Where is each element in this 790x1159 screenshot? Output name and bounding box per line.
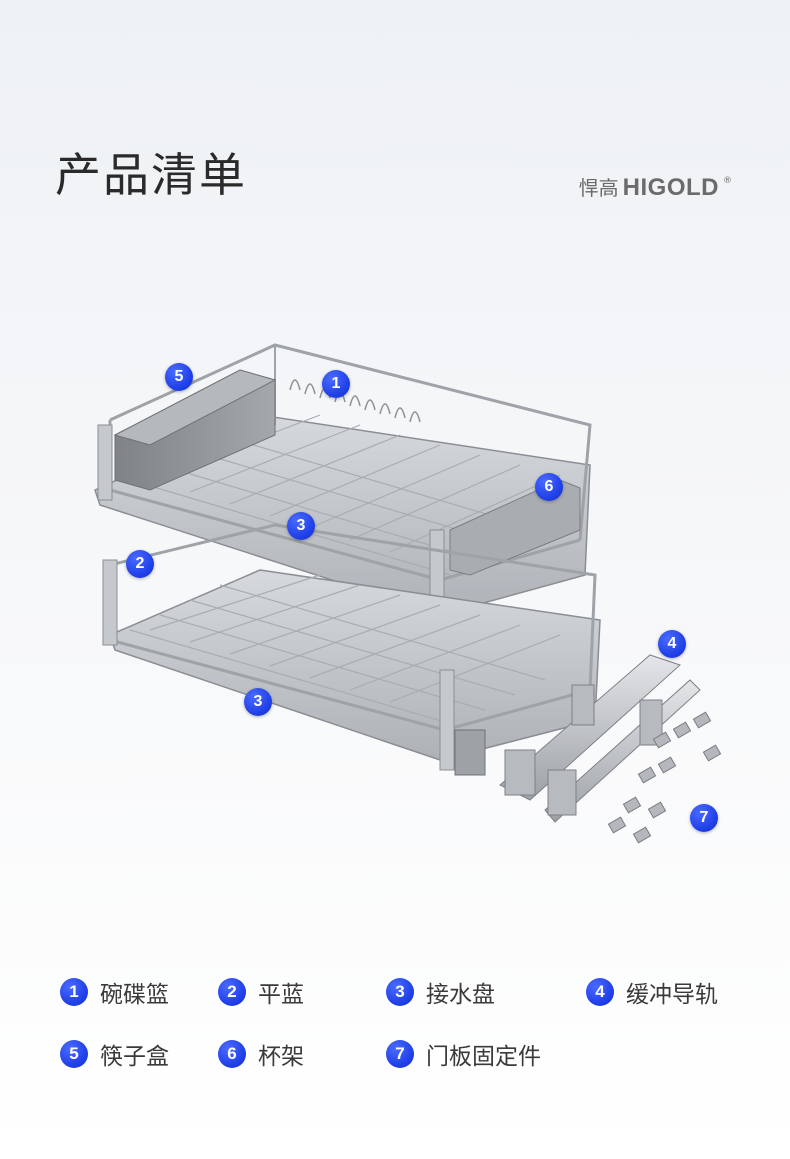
legend-label: 缓冲导轨 <box>626 982 718 1008</box>
basket-drawing <box>94 343 722 844</box>
legend-label: 接水盘 <box>426 982 495 1008</box>
legend-item-5: 5 筷子盒 <box>60 1037 169 1071</box>
upper-basket <box>94 343 592 616</box>
legend-badge: 5 <box>60 1040 88 1068</box>
callout-2: 2 <box>126 550 154 578</box>
legend-label: 门板固定件 <box>426 1044 541 1070</box>
legend-item-3: 3 接水盘 <box>386 975 495 1009</box>
legend-label: 筷子盒 <box>100 1044 169 1070</box>
legend-label: 碗碟篮 <box>100 982 169 1008</box>
callout-3-lower: 3 <box>244 688 272 716</box>
lower-basket <box>102 523 601 776</box>
callout-5: 5 <box>165 363 193 391</box>
legend-item-7: 7 门板固定件 <box>386 1037 541 1071</box>
callout-1: 1 <box>322 370 350 398</box>
parts-legend: 1 碗碟篮 2 平蓝 3 接水盘 4 缓冲导轨 5 筷子盒 6 杯架 7 门板固… <box>60 975 760 1075</box>
legend-badge: 7 <box>386 1040 414 1068</box>
legend-item-1: 1 碗碟篮 <box>60 975 169 1009</box>
registered-mark: ® <box>723 176 732 186</box>
legend-badge: 3 <box>386 978 414 1006</box>
callout-3-upper: 3 <box>287 512 315 540</box>
legend-label: 杯架 <box>258 1044 304 1070</box>
legend-badge: 6 <box>218 1040 246 1068</box>
soft-close-slides <box>499 654 701 823</box>
lower-drip-tray <box>109 569 601 761</box>
legend-label: 平蓝 <box>258 982 304 1008</box>
legend-badge: 1 <box>60 978 88 1006</box>
legend-item-6: 6 杯架 <box>218 1037 304 1071</box>
brand-logo: 悍高 HIGOLD ® <box>579 172 732 202</box>
product-illustration: 1 5 6 3 2 3 4 7 <box>0 330 790 870</box>
callout-4: 4 <box>658 630 686 658</box>
brand-name-en: HIGOLD <box>622 174 719 201</box>
callout-6: 6 <box>535 473 563 501</box>
legend-item-2: 2 平蓝 <box>218 975 304 1009</box>
page-title: 产品清单 <box>55 148 247 202</box>
brand-name-cn: 悍高 <box>578 176 619 200</box>
legend-badge: 2 <box>218 978 246 1006</box>
legend-badge: 4 <box>586 978 614 1006</box>
legend-item-4: 4 缓冲导轨 <box>586 975 718 1009</box>
door-fittings <box>607 711 722 844</box>
callout-7: 7 <box>690 804 718 832</box>
